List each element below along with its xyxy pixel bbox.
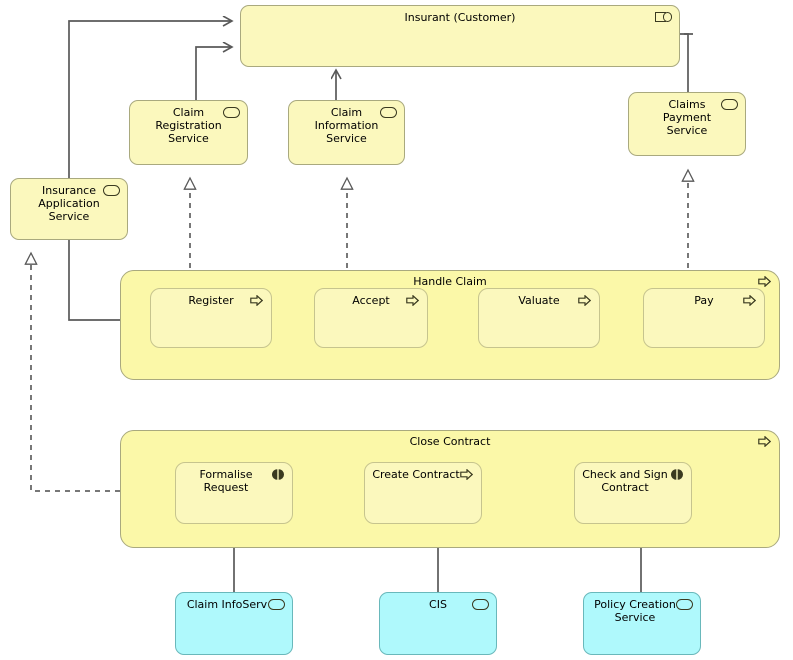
node-valuate[interactable]: Valuate bbox=[478, 288, 600, 348]
node-pay-label: Pay bbox=[694, 294, 714, 307]
node-policy-creation-service[interactable]: Policy Creation Service bbox=[583, 592, 701, 655]
node-pay[interactable]: Pay bbox=[643, 288, 765, 348]
business-process-icon bbox=[743, 295, 756, 306]
node-claim-information-service[interactable]: Claim Information Service bbox=[288, 100, 405, 165]
business-service-icon bbox=[103, 185, 120, 196]
application-component-icon bbox=[472, 599, 489, 610]
group-close-contract-label: Close Contract bbox=[409, 435, 491, 448]
business-role-icon bbox=[655, 12, 672, 22]
wire-close-contract-realizes-insurance-application-service bbox=[31, 253, 120, 492]
node-policy-creation-service-label: Policy Creation Service bbox=[594, 598, 676, 624]
business-process-icon bbox=[758, 436, 771, 447]
node-check-and-sign-contract-label: Check and Sign Contract bbox=[582, 468, 668, 494]
node-insurance-application-service-label: Insurance Application Service bbox=[38, 184, 100, 223]
node-insurant-label: Insurant (Customer) bbox=[404, 11, 516, 24]
application-component-icon bbox=[676, 599, 693, 610]
business-service-icon bbox=[380, 107, 397, 118]
business-process-icon bbox=[250, 295, 263, 306]
business-process-icon bbox=[460, 469, 473, 480]
wire-claim-registration-service-to-insurant bbox=[195, 47, 232, 100]
node-check-and-sign-contract[interactable]: Check and Sign Contract bbox=[574, 462, 692, 524]
business-service-icon bbox=[223, 107, 240, 118]
business-interaction-icon bbox=[670, 468, 684, 481]
business-process-icon bbox=[578, 295, 591, 306]
node-insurant[interactable]: Insurant (Customer) bbox=[240, 5, 680, 67]
business-service-icon bbox=[721, 99, 738, 110]
business-process-icon bbox=[758, 276, 771, 287]
node-valuate-label: Valuate bbox=[518, 294, 560, 307]
node-cis[interactable]: CIS bbox=[379, 592, 497, 655]
node-claim-registration-service[interactable]: Claim Registration Service bbox=[129, 100, 248, 165]
node-register[interactable]: Register bbox=[150, 288, 272, 348]
node-claims-payment-service[interactable]: Claims Payment Service bbox=[628, 92, 746, 156]
node-claims-payment-service-label: Claims Payment Service bbox=[662, 98, 712, 137]
node-accept-label: Accept bbox=[352, 294, 390, 307]
node-insurance-application-service[interactable]: Insurance Application Service bbox=[10, 178, 128, 240]
node-create-contract-label: Create Contract bbox=[372, 468, 460, 481]
node-claim-infoserv-label: Claim InfoServ bbox=[186, 598, 268, 611]
application-component-icon bbox=[268, 599, 285, 610]
node-formalise-request[interactable]: Formalise Request bbox=[175, 462, 293, 524]
node-create-contract[interactable]: Create Contract bbox=[364, 462, 482, 524]
node-claim-information-service-label: Claim Information Service bbox=[314, 106, 379, 145]
node-register-label: Register bbox=[188, 294, 234, 307]
group-handle-claim-label: Handle Claim bbox=[413, 275, 487, 288]
business-process-icon bbox=[406, 295, 419, 306]
node-cis-label: CIS bbox=[429, 598, 447, 611]
node-claim-registration-service-label: Claim Registration Service bbox=[155, 106, 222, 145]
node-claim-infoserv[interactable]: Claim InfoServ bbox=[175, 592, 293, 655]
node-formalise-request-label: Formalise Request bbox=[199, 468, 253, 494]
node-accept[interactable]: Accept bbox=[314, 288, 428, 348]
business-interaction-icon bbox=[271, 468, 285, 481]
